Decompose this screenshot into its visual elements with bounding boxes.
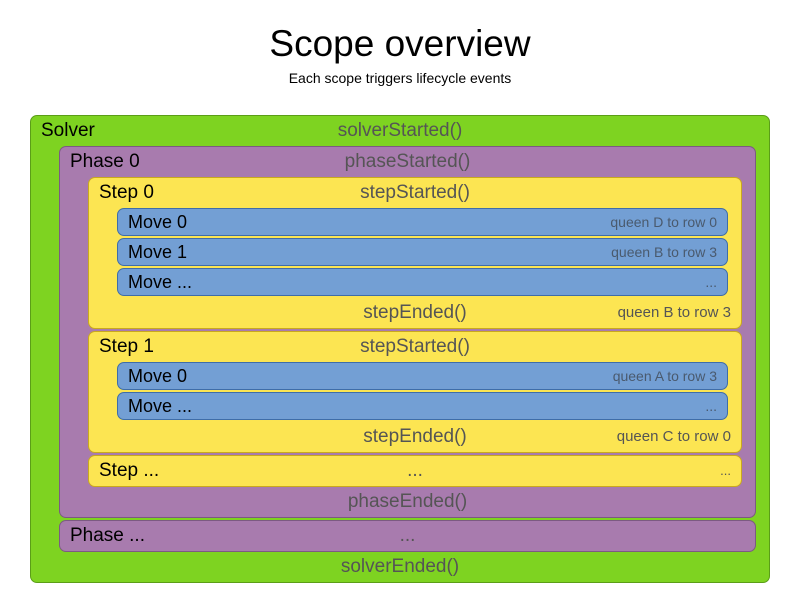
solver-started-event: solverStarted() <box>337 120 463 141</box>
move-scope-0-1[interactable]: Move 1 queen B to row 3 <box>117 238 728 266</box>
step-1-label: Step 1 <box>99 336 154 357</box>
step-1-started-event: stepStarted() <box>360 336 470 357</box>
move-0-2-row: Move ... ... <box>118 269 727 295</box>
move-0-1-detail: queen B to row 3 <box>611 244 717 260</box>
step-0-ended-event: stepEnded() <box>363 302 467 323</box>
phase-0-label: Phase 0 <box>70 151 140 172</box>
page-header: Scope overview Each scope triggers lifec… <box>0 0 800 87</box>
step-0-header-row: Step 0 stepStarted() <box>89 178 741 208</box>
step-1-ended-event: stepEnded() <box>363 426 467 447</box>
step-ellipsis-event: ... <box>407 460 423 481</box>
phase-0-header-row: Phase 0 phaseStarted() <box>60 147 755 177</box>
move-1-0-detail: queen A to row 3 <box>612 368 717 384</box>
move-0-1-label: Move 1 <box>128 242 188 262</box>
step-scope-1[interactable]: Step 1 stepStarted() Move 0 queen A to r… <box>88 331 742 453</box>
step-scope-0[interactable]: Step 0 stepStarted() Move 0 queen D to r… <box>88 177 742 329</box>
phase-ellipsis-header-row: Phase ... ... <box>60 521 755 551</box>
step-0-started-event: stepStarted() <box>360 182 470 203</box>
phase-ellipsis-event: ... <box>399 525 416 546</box>
solver-ended-event: solverEnded() <box>340 556 460 577</box>
step-ellipsis-header-row: Step ... ... ... <box>89 456 741 486</box>
step-0-label: Step 0 <box>99 182 154 203</box>
move-1-0-row: Move 0 queen A to row 3 <box>118 363 727 389</box>
move-0-2-label: Move ... <box>128 272 193 292</box>
solver-scope[interactable]: Solver solverStarted() Phase 0 phaseStar… <box>30 115 770 583</box>
move-scope-1-0[interactable]: Move 0 queen A to row 3 <box>117 362 728 390</box>
move-scope-0-2[interactable]: Move ... ... <box>117 268 728 296</box>
solver-footer-row: solverEnded() <box>31 552 769 582</box>
step-1-footer-row: stepEnded() queen C to row 0 <box>89 422 741 452</box>
phase-scope-0[interactable]: Phase 0 phaseStarted() Step 0 stepStarte… <box>59 146 756 518</box>
move-scope-0-0[interactable]: Move 0 queen D to row 0 <box>117 208 728 236</box>
move-0-2-detail: ... <box>705 274 717 290</box>
move-1-1-row: Move ... ... <box>118 393 727 419</box>
move-1-0-label: Move 0 <box>128 366 188 386</box>
move-0-1-row: Move 1 queen B to row 3 <box>118 239 727 265</box>
page-subtitle: Each scope triggers lifecycle events <box>288 70 512 86</box>
phase-0-started-event: phaseStarted() <box>344 151 471 172</box>
step-ellipsis-label: Step ... <box>99 460 160 481</box>
phase-0-footer-row: phaseEnded() <box>60 487 755 517</box>
step-ellipsis-detail: ... <box>720 463 731 478</box>
solver-header-row: Solver solverStarted() <box>31 116 769 146</box>
phase-scope-ellipsis[interactable]: Phase ... ... <box>59 520 756 552</box>
phase-ellipsis-label: Phase ... <box>70 525 145 546</box>
move-0-0-row: Move 0 queen D to row 0 <box>118 209 727 235</box>
step-0-footer-row: stepEnded() queen B to row 3 <box>89 298 741 328</box>
move-0-0-detail: queen D to row 0 <box>610 214 717 230</box>
move-scope-1-1[interactable]: Move ... ... <box>117 392 728 420</box>
phase-0-ended-event: phaseEnded() <box>347 491 468 512</box>
solver-label: Solver <box>41 120 95 141</box>
step-scope-ellipsis[interactable]: Step ... ... ... <box>88 455 742 487</box>
step-1-header-row: Step 1 stepStarted() <box>89 332 741 362</box>
move-1-1-detail: ... <box>705 398 717 414</box>
step-0-ended-detail: queen B to row 3 <box>617 304 731 321</box>
page-title: Scope overview <box>269 23 531 64</box>
move-0-0-label: Move 0 <box>128 212 188 232</box>
move-1-1-label: Move ... <box>128 396 193 416</box>
step-1-ended-detail: queen C to row 0 <box>616 428 731 445</box>
